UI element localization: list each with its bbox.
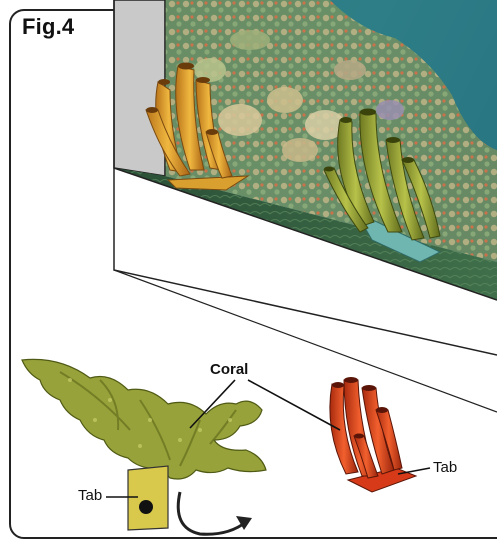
callout-coral: Coral: [210, 361, 248, 378]
perspective-guide-line: [114, 270, 497, 412]
leader-coral-red: [248, 380, 340, 430]
red-tube-coral: [330, 377, 416, 492]
callout-tab-right: Tab: [433, 459, 457, 476]
curved-arrow-icon: [178, 492, 252, 534]
coral-tab-left: [128, 466, 168, 530]
figure-label: Fig.4: [22, 14, 74, 40]
callout-tab-left: Tab: [78, 487, 102, 504]
tab-hole-dot: [139, 500, 153, 514]
